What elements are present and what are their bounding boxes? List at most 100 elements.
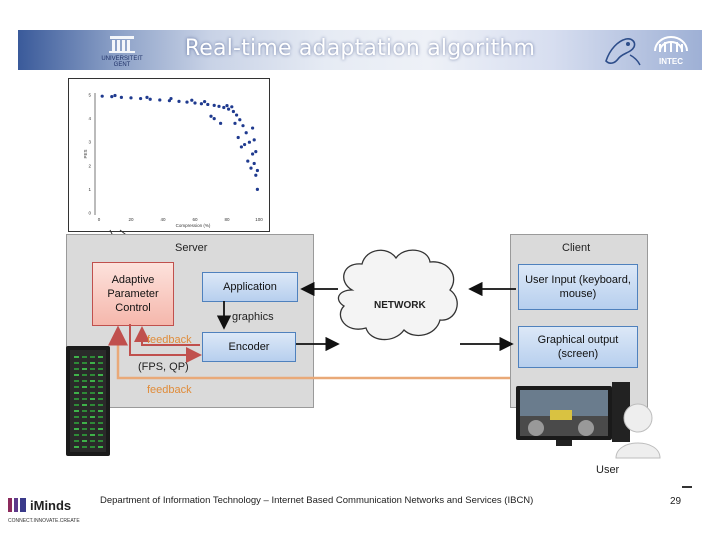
data-point — [100, 94, 104, 98]
client-panel — [510, 234, 648, 408]
rack-led — [74, 422, 79, 424]
data-point — [252, 161, 256, 166]
data-point — [129, 96, 133, 100]
y-tick-label: 3 — [88, 140, 91, 145]
client-title: Client — [562, 242, 591, 254]
rack-led — [74, 428, 79, 430]
rack-led — [98, 368, 103, 370]
data-point — [236, 135, 240, 140]
bird-logo — [605, 38, 641, 66]
rack-led — [74, 446, 79, 448]
page-number: 29 — [670, 496, 682, 507]
x-tick-label: 20 — [128, 217, 134, 222]
rack-led — [98, 404, 103, 406]
data-point — [212, 117, 216, 121]
y-tick-label: 2 — [88, 163, 91, 168]
encoder-label: Encoder — [228, 341, 270, 353]
rack-led — [90, 428, 95, 430]
server-rack-icon — [66, 346, 110, 456]
footer-text: Department of Information Technology – I… — [100, 495, 534, 506]
rack-led — [98, 434, 103, 436]
rack-led — [82, 416, 87, 418]
rack-led — [74, 398, 79, 400]
feedback-label-2: feedback — [147, 384, 192, 396]
rack-led — [98, 428, 103, 430]
network-cloud — [337, 249, 458, 341]
rack-led — [90, 422, 95, 424]
rack-led — [74, 374, 79, 376]
application-label: Application — [223, 281, 277, 293]
data-point — [251, 152, 255, 156]
rack-led — [98, 386, 103, 388]
rack-led — [74, 434, 79, 436]
rack-led — [74, 356, 79, 358]
graphical-output-label: Graphical output (screen) — [537, 334, 619, 360]
rack-led — [98, 380, 103, 382]
x-tick-label: 40 — [160, 217, 166, 222]
rack-led — [82, 428, 87, 430]
y-axis-label: PES — [83, 149, 88, 158]
rack-led — [82, 362, 87, 364]
rack-led — [98, 356, 103, 358]
ugent-wordmark-line2: GENT — [114, 62, 131, 68]
rack-led — [90, 404, 95, 406]
data-point — [177, 99, 181, 103]
x-axis-label: Compression (%) — [176, 223, 211, 228]
intec-wordmark: INTEC — [659, 57, 683, 66]
data-point — [225, 104, 229, 108]
y-tick-label: 5 — [88, 93, 91, 98]
rack-led — [82, 434, 87, 436]
ugent-logo: UNIVERSITEIT GENT — [101, 36, 143, 68]
data-point — [119, 95, 123, 99]
data-point — [222, 105, 226, 110]
data-point — [227, 107, 231, 111]
data-point — [110, 95, 114, 99]
data-point — [209, 114, 213, 118]
x-tick-label: 0 — [98, 217, 101, 222]
data-point — [190, 98, 194, 102]
graphical-output-box: Graphical output (screen) — [518, 326, 638, 368]
rack-led — [90, 392, 95, 394]
x-tick-label: 60 — [192, 217, 198, 222]
rack-led — [74, 362, 79, 364]
iminds-tagline: CONNECT.INNOVATE.CREATE — [8, 518, 80, 524]
rack-led — [90, 368, 95, 370]
data-point — [252, 138, 256, 142]
data-point — [230, 105, 234, 109]
rack-led — [82, 422, 87, 424]
data-point — [251, 126, 255, 130]
rack-led — [90, 362, 95, 364]
data-point — [185, 100, 189, 104]
rack-led — [74, 380, 79, 382]
intec-logo: INTEC — [654, 36, 688, 66]
rack-led — [82, 392, 87, 394]
rack-led — [74, 392, 79, 394]
y-tick-label: 0 — [88, 211, 91, 216]
rack-led — [90, 410, 95, 412]
data-point — [246, 159, 250, 163]
data-point — [254, 150, 258, 154]
data-point — [219, 121, 223, 125]
rack-led — [90, 398, 95, 400]
y-tick-label: 1 — [88, 187, 91, 192]
x-tick-label: 80 — [224, 217, 230, 222]
data-point — [255, 168, 259, 173]
monitor-icon — [516, 382, 630, 446]
iminds-wordmark: iMinds — [30, 498, 71, 513]
data-point — [244, 131, 248, 135]
data-point — [199, 102, 203, 106]
rack-led — [82, 398, 87, 400]
data-point — [255, 187, 259, 191]
user-label: User — [596, 464, 620, 476]
rack-led — [98, 362, 103, 364]
rack-led — [82, 374, 87, 376]
rack-led — [82, 440, 87, 442]
rack-led — [90, 434, 95, 436]
data-point — [217, 104, 221, 108]
rack-led — [74, 404, 79, 406]
rack-led — [98, 440, 103, 442]
rack-led — [90, 416, 95, 418]
data-point — [193, 101, 197, 105]
